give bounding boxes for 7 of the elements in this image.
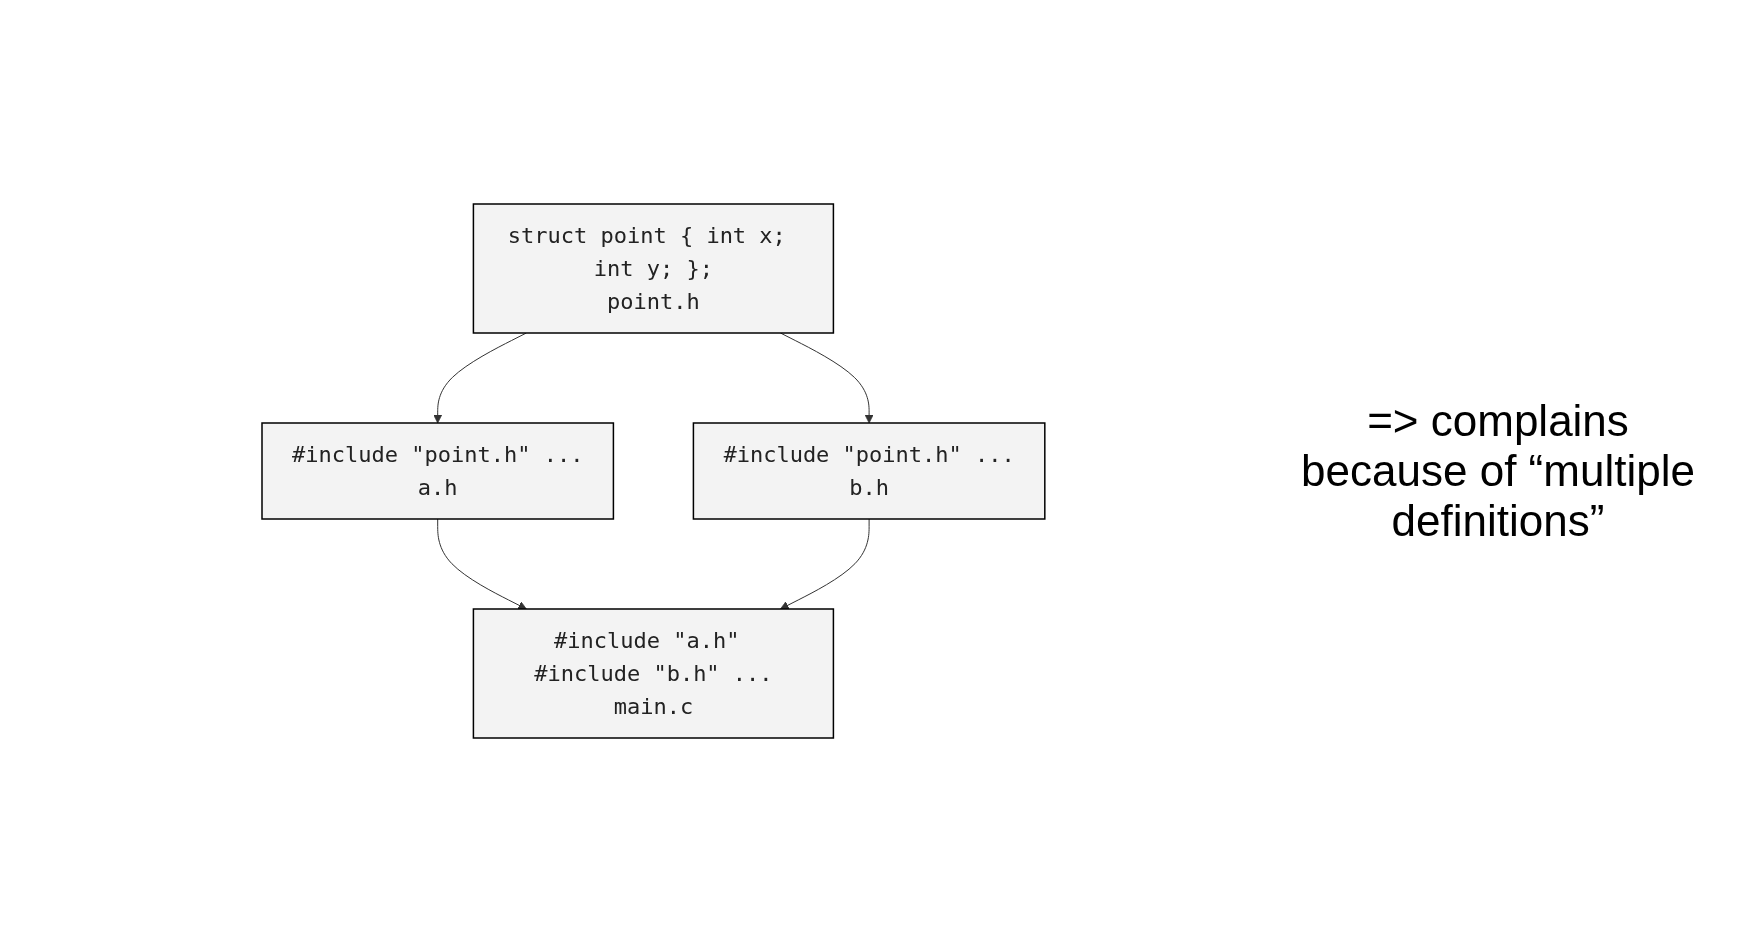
node-box: #include "a.h" #include "b.h" ... main.c: [472, 608, 834, 739]
node-box: #include "point.h" ... b.h: [692, 422, 1046, 520]
node-box: struct point { int x; int y; }; point.h: [472, 203, 834, 334]
note-text: => complains because of “multiple definitions”: [1300, 396, 1696, 546]
arrow: [779, 518, 870, 610]
node-box: #include "point.h" ... a.h: [260, 422, 614, 520]
arrow: [436, 518, 527, 610]
